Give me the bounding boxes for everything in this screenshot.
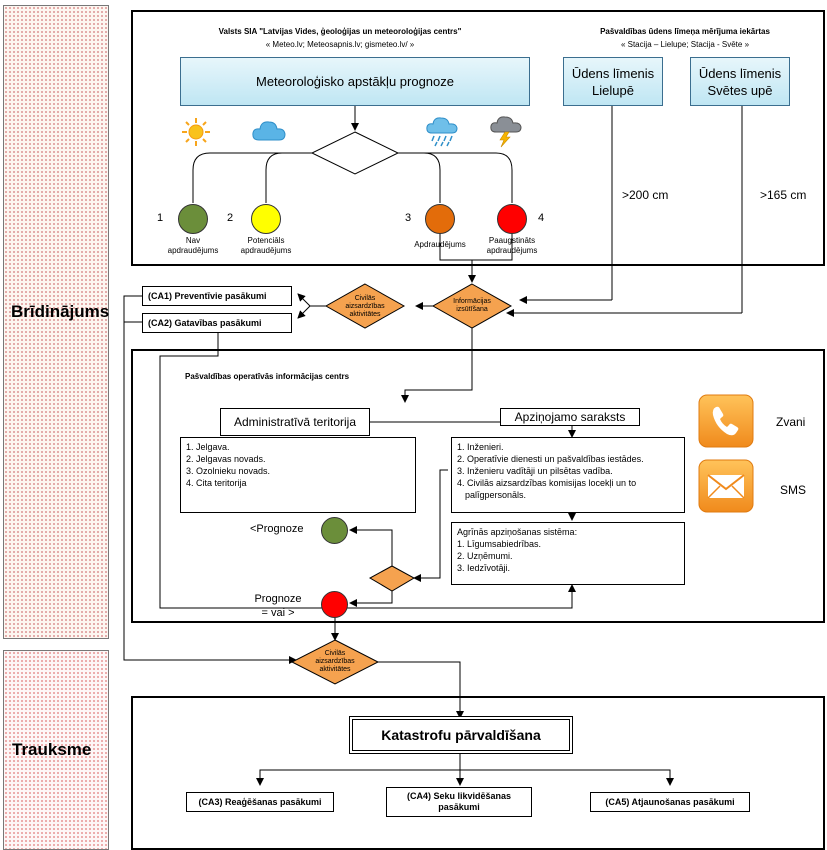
notify-item-5: palīgpersonāls. xyxy=(465,490,527,500)
ca3-response-box: (CA3) Reaģēšanas pasākumi xyxy=(186,792,334,812)
sms-label: SMS xyxy=(780,483,807,497)
level-circle-3 xyxy=(425,204,455,234)
early-item-3: 3. Iedzīvotāji. xyxy=(457,563,511,573)
ca4-line1: (CA4) Seku likvidēšanas xyxy=(406,791,512,801)
notify-list-box: Apziņojamo saraksts xyxy=(500,408,640,426)
water-level-lielupe: Ūdens līmenis Lielupē xyxy=(563,57,663,106)
ca5-restoration-box: (CA5) Atjaunošanas pasākumi xyxy=(590,792,750,812)
level-label-4-line1: Paaugstināts xyxy=(488,236,536,245)
ca4-liquidation-box: (CA4) Seku likvidēšanas pasākumi xyxy=(386,787,532,817)
phone-icon xyxy=(698,394,754,448)
level-label-4: Paaugstināts apdraudējums xyxy=(472,236,552,256)
municipal-title: Pašvaldības ūdens līmeņa mērījuma iekārt… xyxy=(600,27,770,36)
civil-bottom-line3: aktivitātes xyxy=(319,666,351,673)
civil-diamond-top-label: Civilās aizsardzības aktivitātes xyxy=(335,295,395,319)
municipal-stations: « Stacija – Lielupe; Stacija - Svēte » xyxy=(620,40,750,49)
alarm-panel xyxy=(3,650,109,850)
alarm-label: Trauksme xyxy=(12,740,92,759)
rain-cloud-icon xyxy=(426,117,458,147)
level-num-3: 3 xyxy=(405,212,412,224)
water-lielupe-line2: Lielupē xyxy=(592,82,634,98)
admin-territory-title: Administratīvā teritorija xyxy=(233,415,357,429)
cloud-icon xyxy=(252,121,286,141)
level-circle-2 xyxy=(251,204,281,234)
early-warning-list: Agrīnās apziņošanas sistēma: 1. Līgumsab… xyxy=(451,522,685,585)
notify-list-title: Apziņojamo saraksts xyxy=(514,410,626,424)
warning-panel xyxy=(3,5,109,639)
admin-item-1: 1. Jelgava. xyxy=(186,442,230,452)
level-label-3-line1: Apdraudējums xyxy=(414,240,466,249)
civil-top-line3: aktivitātes xyxy=(349,311,381,318)
level-label-2: Potenciāls apdraudējums xyxy=(226,236,306,256)
ca2-readiness-box: (CA2) Gatavības pasākumi xyxy=(142,313,292,333)
level-label-2-line1: Potenciāls xyxy=(247,236,285,245)
early-item-2: 2. Uzņēmumi. xyxy=(457,551,513,561)
notify-list: 1. Inženieri. 2. Operatīvie dienesti un … xyxy=(451,437,685,513)
storm-cloud-icon xyxy=(490,116,522,148)
ca4-line2: pasākumi xyxy=(438,802,480,812)
admin-territory-box: Administratīvā teritorija xyxy=(220,408,370,436)
civil-bottom-line2: aizsardzības xyxy=(315,658,355,665)
civil-top-line1: Civilās xyxy=(354,295,376,302)
sms-envelope-icon xyxy=(698,459,754,513)
water-svete-line1: Ūdens līmenis xyxy=(698,65,782,81)
admin-item-3: 3. Ozolnieku novads. xyxy=(186,466,271,476)
ca1-preventive-box: (CA1) Preventīvie pasākumi xyxy=(142,286,292,306)
forecast-box-label: Meteoroloģisko apstākļu prognoze xyxy=(255,74,454,89)
level-num-2: 2 xyxy=(227,212,234,224)
info-diamond-label: Informācijas izsūtīšana xyxy=(442,298,502,314)
level-label-2-line2: apdraudējums xyxy=(240,246,292,255)
early-warning-title: Agrīnās apziņošanas sistēma: xyxy=(457,527,578,537)
level-label-4-line2: apdraudējums xyxy=(486,246,538,255)
info-line2: izsūtīšana xyxy=(456,306,488,313)
water-level-svete: Ūdens līmenis Svētes upē xyxy=(690,57,790,106)
admin-item-4: 4. Cita teritorija xyxy=(186,478,247,488)
warning-label: Brīdinājums xyxy=(11,302,110,321)
civil-diamond-bottom-label: Civilās aizsardzības aktivitātes xyxy=(305,650,365,674)
sun-icon xyxy=(182,118,210,146)
civil-bottom-line1: Civilās xyxy=(324,650,346,657)
forecast-box: Meteoroloģisko apstākļu prognoze xyxy=(180,57,530,106)
notify-item-2: 2. Operatīvie dienesti un pašvaldības ie… xyxy=(457,454,644,464)
admin-item-2: 2. Jelgavas novads. xyxy=(186,454,266,464)
threshold-lielupe: >200 cm xyxy=(622,188,669,202)
water-svete-line2: Svētes upē xyxy=(707,82,773,98)
forecast-ok-circle xyxy=(321,517,348,544)
ops-center-title: Pašvaldības operatīvās informācijas cent… xyxy=(185,372,350,381)
admin-territory-list: 1. Jelgava. 2. Jelgavas novads. 3. Ozoln… xyxy=(180,437,416,513)
level-num-1: 1 xyxy=(157,212,164,224)
disaster-management-box: Katastrofu pārvaldīšana xyxy=(352,719,570,751)
notify-item-4: 4. Civilās aizsardzības komisijas locekļ… xyxy=(457,478,637,488)
level-label-1-line1: Nav xyxy=(185,236,201,245)
info-line1: Informācijas xyxy=(453,298,491,305)
call-label: Zvani xyxy=(776,415,806,429)
early-item-1: 1. Līgumsabiedrības. xyxy=(457,539,542,549)
forecast-eq-label: Prognoze = vai > xyxy=(250,592,306,620)
notify-item-3: 3. Inženieru vadītāji un pilsētas vadība… xyxy=(457,466,613,476)
forecast-less-label: <Prognoze xyxy=(250,523,304,535)
disaster-management-title: Katastrofu pārvaldīšana xyxy=(381,727,541,743)
level-label-1: Nav apdraudējums xyxy=(153,236,233,256)
civil-top-line2: aizsardzības xyxy=(345,303,385,310)
notify-item-1: 1. Inženieri. xyxy=(457,442,504,452)
forecast-eq-line1: Prognoze xyxy=(254,593,302,605)
provider-title: Valsts SIA "Latvijas Vides, ģeoloģijas u… xyxy=(218,27,462,36)
level-label-1-line2: apdraudējums xyxy=(167,246,219,255)
level-circle-1 xyxy=(178,204,208,234)
water-lielupe-line1: Ūdens līmenis xyxy=(571,65,655,81)
provider-sources: « Meteo.lv; Meteosapnis.lv; gismeteo.lv/… xyxy=(265,40,415,49)
level-circle-4 xyxy=(497,204,527,234)
threshold-svete: >165 cm xyxy=(760,188,807,202)
level-num-4: 4 xyxy=(538,212,545,224)
level-label-3: Apdraudējums xyxy=(400,240,480,250)
forecast-eq-line2: = vai > xyxy=(261,607,295,619)
forecast-alert-circle xyxy=(321,591,348,618)
